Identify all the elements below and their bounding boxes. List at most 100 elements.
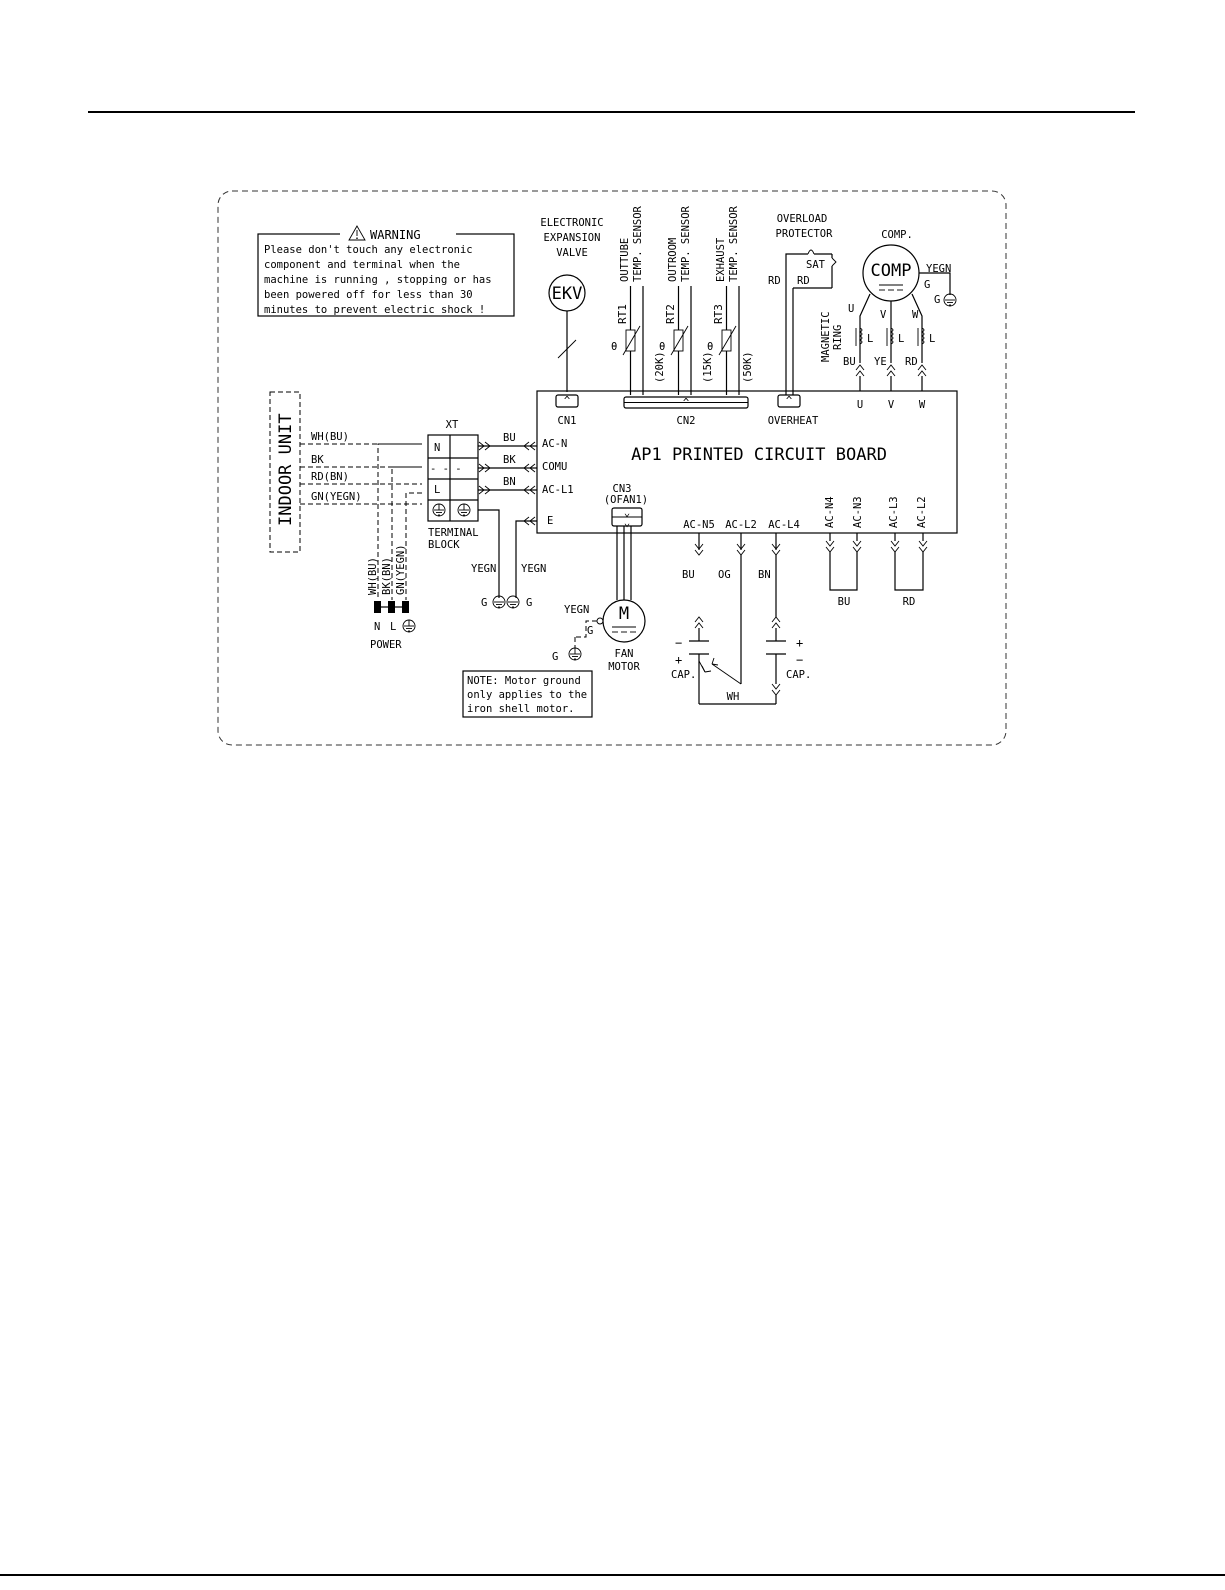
- tb-ground-g-2: G: [526, 597, 532, 609]
- sensor-rt2-id: RT2: [664, 304, 677, 324]
- cap-left-minus: −: [675, 636, 682, 650]
- fan-ground-g: G: [587, 625, 593, 637]
- terminal-block-title: XT: [446, 419, 459, 431]
- jumper-rd: RD: [903, 596, 916, 608]
- ekv-label-2: EXPANSION: [544, 232, 601, 244]
- comp-phase-w: W: [912, 309, 919, 321]
- warning-line-4: been powered off for less than 30: [264, 289, 473, 301]
- comp-phase-u: U: [848, 303, 854, 315]
- terminal-block: XT N - - - L TERMINAL BLOCK: [427, 419, 546, 609]
- tb-earth-icon-2: [506, 595, 520, 609]
- power-wire-bk-bn: BK(BN): [381, 557, 393, 595]
- magnetic-ring-label-1: MAGNETIC: [820, 311, 832, 362]
- svg-text:⌄: ⌄: [624, 517, 630, 529]
- cn1-label: CN1: [558, 415, 577, 427]
- fan-motor-label-1: FAN: [615, 648, 634, 660]
- cap-left-label: CAP.: [671, 669, 696, 681]
- power-label: POWER: [370, 639, 402, 651]
- overload-wire-left: RD: [768, 275, 781, 287]
- tb-ground-g-1: G: [481, 597, 487, 609]
- board-terminal-e: E: [547, 515, 553, 527]
- terminal-block-caption-2: BLOCK: [428, 539, 460, 551]
- board-title: AP1 PRINTED CIRCUIT BOARD: [631, 445, 887, 465]
- sensor-rt1-value: (20K): [654, 351, 666, 383]
- magnetic-ring-label-2: RING: [832, 325, 844, 350]
- board-terminal-ac-l3: AC-L3: [888, 496, 900, 528]
- comp-wire-ye: YE: [874, 356, 887, 368]
- fan-earth-icon: [568, 647, 582, 661]
- compressor-symbol: COMP: [871, 261, 912, 281]
- board-terminal-ac-n: AC-N: [542, 438, 567, 450]
- board-terminal-comu: COMU: [542, 461, 567, 473]
- cap-right-label: CAP.: [786, 669, 811, 681]
- sensor-rt3-label-2: TEMP. SENSOR: [728, 205, 740, 282]
- bottom-wire-bn: BN: [758, 569, 771, 581]
- board-terminal-ac-l2-vertical: AC-L2: [916, 496, 928, 528]
- overload-label-2: PROTECTOR: [776, 228, 834, 240]
- terminal-block-caption-1: TERMINAL: [428, 527, 479, 539]
- diagram-frame: [217, 190, 1007, 746]
- comp-ground-g2: G: [934, 294, 940, 306]
- bottom-wire-og: OG: [718, 569, 731, 581]
- indoor-wire-wh-bu: WH(BU): [311, 431, 349, 443]
- jumper-bu: BU: [838, 596, 851, 608]
- cn2-label: CN2: [677, 415, 696, 427]
- terminal-row-blank: - - -: [430, 463, 462, 475]
- svg-text:^: ^: [564, 395, 570, 407]
- warning-line-5: minutes to prevent electric shock !: [264, 304, 485, 316]
- overload-protector: OVERLOAD PROTECTOR SAT RD RD ^ OVERHEAT: [768, 213, 837, 427]
- power-terminal-n: N: [374, 621, 380, 633]
- warning-box: WARNING Please don't touch any electroni…: [257, 225, 515, 317]
- compressor-label: COMP.: [881, 229, 913, 241]
- inductor-l-2: L: [898, 333, 904, 345]
- temperature-sensors: OUTTUBE TEMP. SENSOR OUTROOM TEMP. SENSO…: [611, 205, 754, 427]
- terminal-row-n: N: [434, 442, 440, 454]
- power-supply: WH(BU) BK(BN) GN(YEGN) N L POWER: [367, 443, 422, 651]
- electronic-expansion-valve: ELECTRONIC EXPANSION VALVE EKV ^ CN1: [540, 217, 603, 427]
- inductor-l-3: L: [929, 333, 935, 345]
- tb-ground-wire-2: YEGN: [521, 563, 546, 575]
- cap-left-plus: +: [675, 653, 682, 667]
- board-terminal-ac-l1: AC-L1: [542, 484, 574, 496]
- tb-earth-icon-1: [492, 595, 506, 609]
- board-terminal-w: W: [919, 399, 926, 411]
- sensor-rt2-label-1: OUTROOM: [667, 238, 679, 282]
- sensor-rt2-value: (15K): [702, 351, 714, 383]
- board-wire-bn: BN: [503, 476, 516, 488]
- indoor-wire-bk: BK: [311, 454, 324, 466]
- indoor-unit-label: INDOOR UNIT: [276, 413, 296, 526]
- terminal-earth-icon-1: [432, 503, 446, 517]
- overheat-label: OVERHEAT: [768, 415, 819, 427]
- sensor-rt2-label-2: TEMP. SENSOR: [680, 205, 692, 282]
- sensor-rt1-label-1: OUTTUBE: [619, 238, 631, 282]
- svg-text:θ: θ: [659, 341, 665, 353]
- fan-ground-g2: G: [552, 651, 558, 663]
- board-terminal-ac-n5: AC-N5: [683, 519, 715, 531]
- power-wire-wh-bu: WH(BU): [367, 557, 379, 595]
- sensor-rt1-label-2: TEMP. SENSOR: [632, 205, 644, 282]
- overload-wire-right: RD: [797, 275, 810, 287]
- compressor: COMP. COMP YEGN G G U V W: [820, 229, 957, 411]
- tb-ground-wire-1: YEGN: [471, 563, 496, 575]
- capacitors: BU OG BN − + CAP. + − CAP. WH: [671, 533, 811, 705]
- fan-ground-wire: YEGN: [564, 604, 589, 616]
- board-terminal-ac-n4: AC-N4: [824, 496, 836, 528]
- inductor-l-1: L: [867, 333, 873, 345]
- note-line-3: iron shell motor.: [467, 703, 574, 715]
- power-terminal-l: L: [390, 621, 396, 633]
- sensor-rt3-label-1: EXHAUST: [715, 237, 727, 282]
- terminal-earth-icon-2: [457, 503, 471, 517]
- magnetic-ring-inductors: [855, 327, 925, 346]
- board-jumpers: BU RD: [825, 533, 928, 608]
- comp-ground-g: G: [924, 279, 930, 291]
- ekv-label-1: ELECTRONIC: [540, 217, 603, 229]
- note-line-2: only applies to the: [467, 689, 587, 701]
- comp-phase-v: V: [880, 309, 887, 321]
- note-box: NOTE: Motor ground only applies to the i…: [462, 670, 593, 718]
- cap-right-plus: +: [796, 636, 803, 650]
- warning-line-3: machine is running , stopping or has: [264, 274, 492, 286]
- overload-label-1: OVERLOAD: [777, 213, 828, 225]
- sensor-rt3-id: RT3: [712, 304, 725, 324]
- note-line-1: NOTE: Motor ground: [467, 675, 581, 687]
